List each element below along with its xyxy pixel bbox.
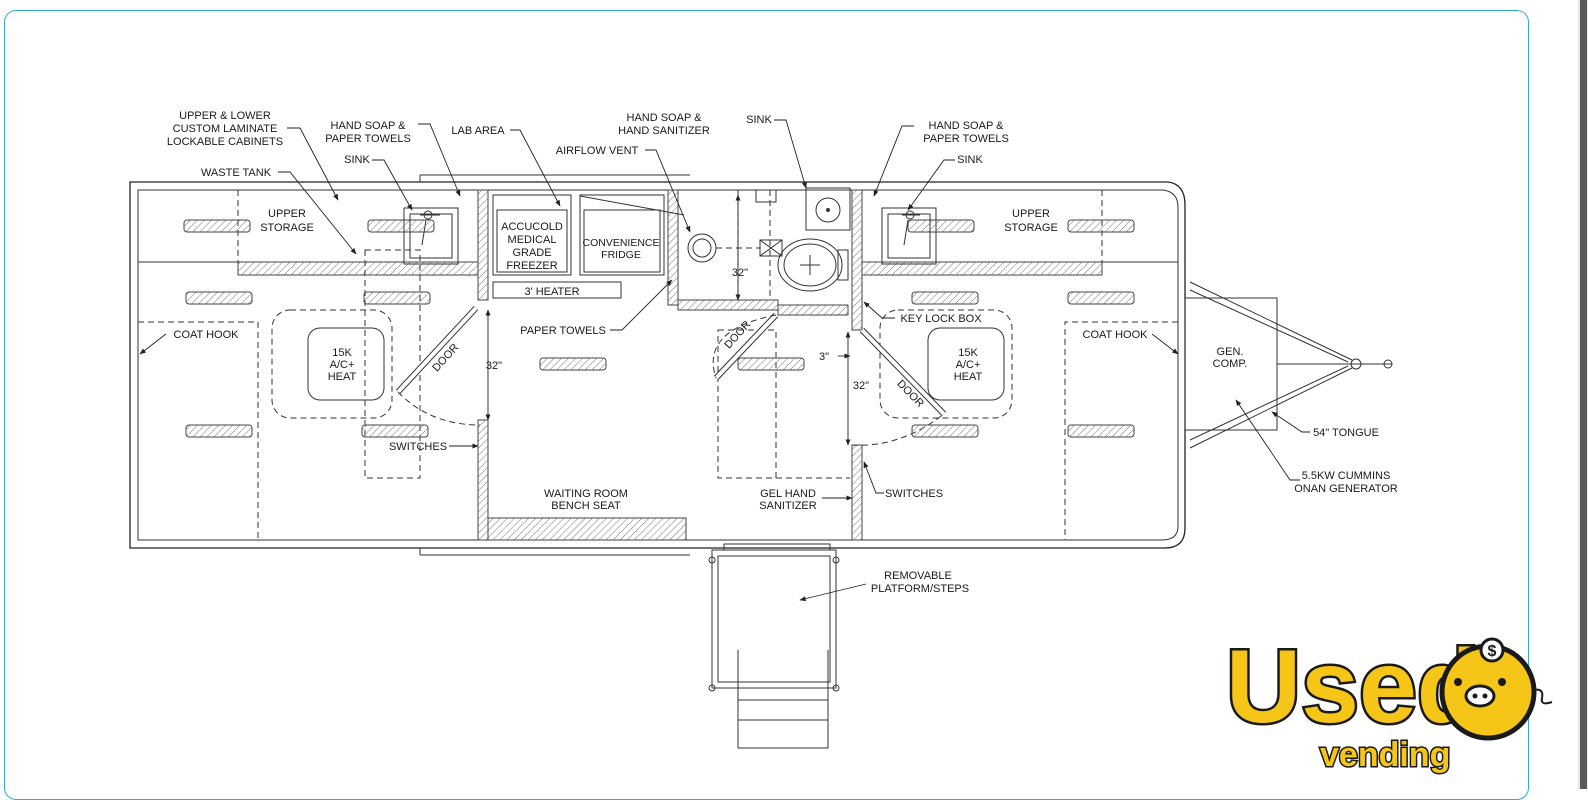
label-hs-pt-left-1: HAND SOAP &: [331, 120, 407, 132]
label-hs-hsan-1: HAND SOAP &: [627, 112, 703, 124]
label-freezer-2: MEDICAL: [508, 234, 557, 246]
label-sink-mid: SINK: [746, 114, 772, 126]
used-vending-logo: Used vending $: [1224, 627, 1553, 776]
interior-walls: [477, 189, 863, 541]
label-fridge-2: FRIDGE: [601, 249, 641, 261]
label-paper-towels: PAPER TOWELS: [520, 325, 606, 337]
label-hs-pt-right-2: PAPER TOWELS: [923, 133, 1009, 145]
label-key-lock-box: KEY LOCK BOX: [900, 313, 982, 325]
label-generator-2: ONAN GENERATOR: [1294, 483, 1398, 495]
logo-coin-symbol: $: [1488, 643, 1497, 660]
label-bench-2: BENCH SEAT: [551, 500, 621, 512]
label-tongue: 54" TONGUE: [1313, 427, 1379, 439]
label-heat-left-1: 15K: [332, 347, 352, 359]
label-lab-area: LAB AREA: [451, 125, 505, 137]
label-coat-hook-right: COAT HOOK: [1083, 329, 1149, 341]
label-heat-right-1: 15K: [958, 347, 978, 359]
label-freezer-4: FREEZER: [506, 260, 557, 272]
tie-down-strips: [183, 219, 1135, 438]
label-hs-pt-right-1: HAND SOAP &: [929, 120, 1005, 132]
pig-coin-icon: $: [1439, 637, 1553, 741]
label-upper-storage-right-2: STORAGE: [1004, 222, 1058, 234]
logo-word-vending: vending: [1320, 736, 1450, 774]
label-dim-32-right: 32": [853, 380, 869, 392]
label-gen-1: GEN.: [1217, 346, 1244, 358]
label-gel-1: GEL HAND: [760, 488, 816, 500]
label-switches-left: SWITCHES: [389, 441, 447, 453]
label-gen-2: COMP.: [1213, 358, 1248, 370]
label-heat-left-2: A/C+: [330, 359, 355, 371]
scrollbar-thumb[interactable]: [1580, 0, 1587, 789]
restroom: [687, 189, 849, 292]
label-fridge-1: CONVENIENCE: [582, 237, 659, 249]
label-upper-storage-left-1: UPPER: [268, 208, 306, 220]
label-airflow-vent: AIRFLOW VENT: [556, 145, 639, 157]
label-upper-storage-right-1: UPPER: [1012, 208, 1050, 220]
label-platform-1: REMOVABLE: [884, 570, 952, 582]
leader-lines: [139, 119, 1310, 602]
label-hs-pt-left-2: PAPER TOWELS: [325, 133, 411, 145]
label-dim-32-left: 32": [486, 360, 502, 372]
label-waste-tank: WASTE TANK: [201, 167, 272, 179]
window-scrollbar[interactable]: [1578, 0, 1588, 789]
doors: [395, 305, 947, 446]
label-heat-right-2: A/C+: [956, 359, 981, 371]
label-door-left: DOOR: [430, 342, 461, 375]
label-freezer-1: ACCUCOLD: [501, 221, 563, 233]
lab-appliances: [492, 194, 685, 299]
label-sink-right: SINK: [957, 154, 983, 166]
label-heater: 3' HEATER: [524, 286, 579, 298]
label-generator-1: 5.5KW CUMMINS: [1302, 470, 1391, 482]
trailer-body: [129, 174, 1186, 556]
label-bench-1: WAITING ROOM: [544, 488, 628, 500]
label-upper-lower-3: LOCKABLE CABINETS: [167, 136, 283, 148]
generator-tongue: [1184, 281, 1393, 449]
label-switches-right: SWITCHES: [885, 488, 943, 500]
callout-labels: UPPER & LOWER CUSTOM LAMINATE LOCKABLE C…: [167, 110, 1398, 595]
label-coat-hook-left: COAT HOOK: [174, 329, 240, 341]
label-heat-right-3: HEAT: [954, 371, 983, 383]
logo-word-used: Used: [1226, 629, 1480, 745]
label-upper-storage-left-2: STORAGE: [260, 222, 314, 234]
hvac-units: [271, 309, 1013, 419]
label-dim-3: 3": [819, 351, 829, 363]
label-upper-lower-2: CUSTOM LAMINATE: [173, 123, 278, 135]
label-freezer-3: GRADE: [512, 247, 551, 259]
label-upper-lower-1: UPPER & LOWER: [179, 110, 271, 122]
dimension-lines: [485, 194, 851, 446]
label-dim-32-mid: 32": [732, 267, 748, 279]
label-gel-2: SANITIZER: [759, 500, 817, 512]
label-platform-2: PLATFORM/STEPS: [871, 583, 969, 595]
label-hs-hsan-2: HAND SANITIZER: [618, 125, 710, 137]
label-sink-left: SINK: [344, 154, 370, 166]
platform-steps: [708, 543, 840, 749]
label-heat-left-3: HEAT: [328, 371, 357, 383]
